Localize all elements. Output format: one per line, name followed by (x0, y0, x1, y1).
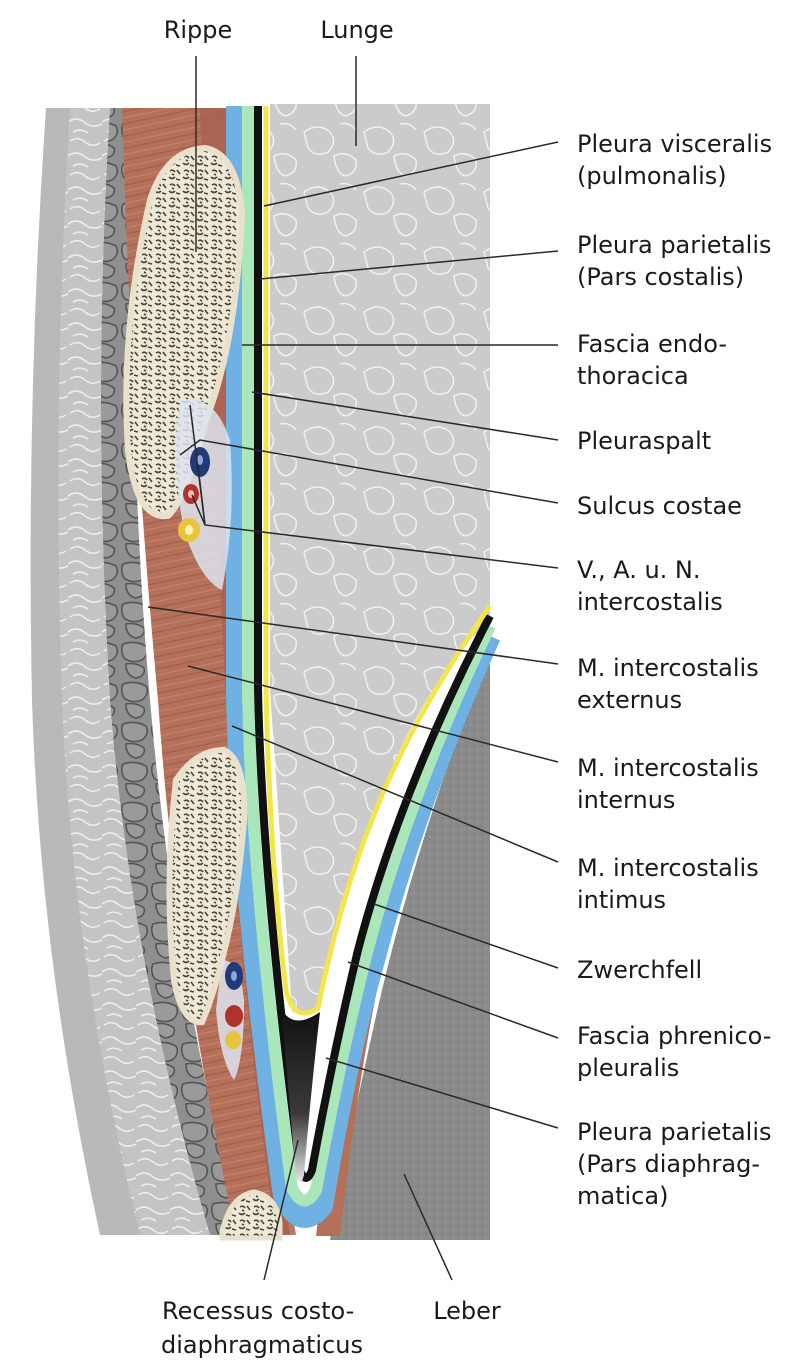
line: M. intercostalis (577, 854, 759, 882)
line: externus (577, 686, 682, 714)
nerve-icon (225, 1031, 241, 1049)
label-pleura-visceralis: Pleura visceralis (pulmonalis) (577, 130, 780, 190)
label-fascia-endothoracica: Fascia endo- thoracica (577, 330, 735, 390)
label-rippe: Rippe (164, 16, 233, 44)
line: M. intercostalis (577, 654, 759, 682)
line: Fascia endo- (577, 330, 727, 358)
line: intimus (577, 886, 666, 914)
line: Pleura visceralis (577, 130, 772, 158)
label-pleura-parietalis-diaphragmatica: Pleura parietalis (Pars diaphrag- matica… (577, 1118, 779, 1210)
line: Pleura parietalis (577, 231, 772, 259)
line: V., A. u. N. (577, 556, 701, 584)
artery-icon (225, 1005, 243, 1027)
label-m-intercostalis-externus: M. intercostalis externus (577, 654, 766, 714)
line: (Pars diaphrag- (577, 1150, 760, 1178)
label-m-intercostalis-intimus: M. intercostalis intimus (577, 854, 766, 914)
line: (pulmonalis) (577, 162, 727, 190)
line: thoracica (577, 362, 689, 390)
label-zwerchfell: Zwerchfell (577, 956, 702, 984)
line: internus (577, 786, 675, 814)
label-recessus: Recessus costo- diaphragmaticus (161, 1297, 363, 1359)
line: pleuralis (577, 1054, 679, 1082)
label-lunge: Lunge (320, 16, 393, 44)
line: diaphragmaticus (161, 1331, 363, 1359)
line: matica) (577, 1182, 668, 1210)
line: Pleura parietalis (577, 1118, 772, 1146)
line: M. intercostalis (577, 754, 759, 782)
label-sulcus-costae: Sulcus costae (577, 492, 742, 520)
label-pleura-parietalis-costalis: Pleura parietalis (Pars costalis) (577, 231, 779, 291)
label-pleuraspalt: Pleuraspalt (577, 427, 711, 455)
line: Fascia phrenico- (577, 1022, 771, 1050)
line: intercostalis (577, 588, 723, 616)
label-m-intercostalis-internus: M. intercostalis internus (577, 754, 766, 814)
line: (Pars costalis) (577, 263, 744, 291)
label-vasa-intercostalia: V., A. u. N. intercostalis (577, 556, 723, 616)
line: Recessus costo- (162, 1297, 354, 1325)
label-fascia-phrenicopleuralis: Fascia phrenico- pleuralis (577, 1022, 779, 1082)
label-leber: Leber (433, 1297, 501, 1325)
